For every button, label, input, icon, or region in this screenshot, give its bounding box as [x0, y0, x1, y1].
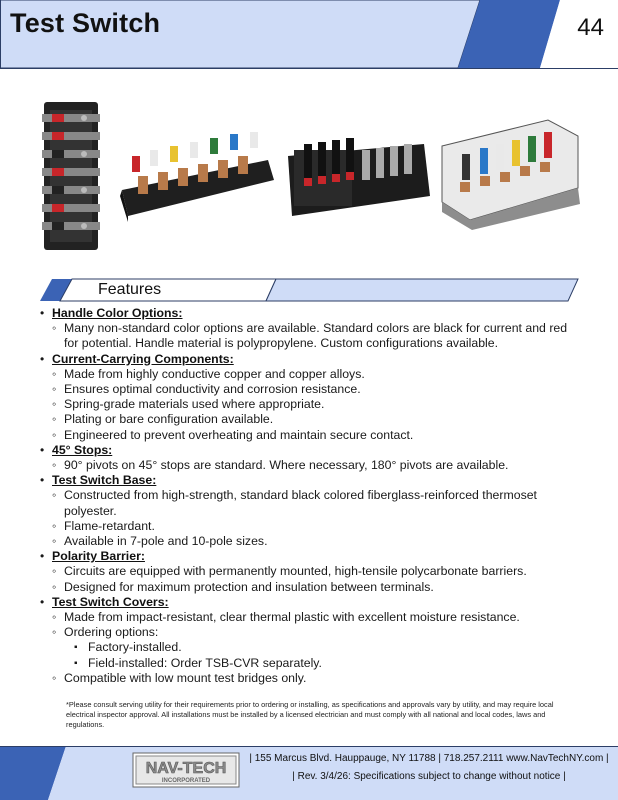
feature-section: Test Switch Covers:Made from impact-resi… — [40, 595, 570, 686]
feature-item: Ensures optimal conductivity and corrosi… — [52, 382, 570, 397]
feature-items: 90° pivots on 45° stops are standard. Wh… — [52, 458, 570, 473]
logo-subtitle: INCORPORATED — [162, 778, 211, 784]
feature-item-text: Plating or bare configuration available. — [64, 412, 274, 427]
feature-section-title: Polarity Barrier: — [52, 549, 145, 564]
test-switch-vertical-photo — [42, 102, 100, 250]
feature-section-title: 45° Stops: — [52, 442, 113, 457]
feature-item-text: Ensures optimal conductivity and corrosi… — [64, 382, 361, 397]
features-list: Handle Color Options:Many non-standard c… — [40, 306, 570, 686]
feature-item: Circuits are equipped with permanently m… — [52, 564, 570, 579]
nav-tech-logo: NAV-TECH INCORPORATED — [132, 752, 240, 788]
footer-revision: | Rev. 3/4/26: Specifications subject to… — [292, 771, 566, 782]
feature-item: Compatible with low mount test bridges o… — [52, 671, 570, 686]
logo-name: NAV-TECH — [146, 760, 227, 777]
feature-item: Spring-grade materials used where approp… — [52, 397, 570, 412]
footer-address: | 155 Marcus Blvd. Hauppauge, NY 11788 |… — [249, 753, 609, 764]
feature-section-title: Test Switch Base: — [52, 473, 157, 488]
feature-item: 90° pivots on 45° stops are standard. Wh… — [52, 458, 570, 473]
feature-item: Made from impact-resistant, clear therma… — [52, 610, 570, 625]
feature-section: 45° Stops:90° pivots on 45° stops are st… — [40, 442, 570, 474]
feature-item: Many non-standard color options are avai… — [52, 321, 570, 351]
header-band — [0, 0, 618, 69]
feature-item-text: Circuits are equipped with permanently m… — [64, 564, 527, 579]
page-number: 44 — [577, 14, 604, 41]
feature-item-text: Engineered to prevent overheating and ma… — [64, 427, 414, 442]
feature-item: Made from highly conductive copper and c… — [52, 367, 570, 382]
features-heading: Features — [98, 281, 162, 298]
feature-item: Available in 7-pole and 10-pole sizes. — [52, 534, 570, 549]
feature-item: Designed for maximum protection and insu… — [52, 580, 570, 595]
feature-section-title: Handle Color Options: — [52, 306, 183, 320]
feature-item-text: Compatible with low mount test bridges o… — [64, 670, 307, 685]
feature-item-text: Spring-grade materials used where approp… — [64, 397, 325, 412]
feature-item-text: Designed for maximum protection and insu… — [64, 579, 434, 594]
feature-section: Test Switch Base:Constructed from high-s… — [40, 473, 570, 549]
feature-item-text: Flame-retardant. — [64, 518, 155, 533]
feature-items: Constructed from high-strength, standard… — [52, 488, 570, 549]
feature-item-text: Made from highly conductive copper and c… — [64, 366, 365, 381]
feature-item-text: Made from impact-resistant, clear therma… — [64, 610, 520, 625]
feature-item-text: Ordering options: — [64, 625, 159, 640]
feature-section: Polarity Barrier:Circuits are equipped w… — [40, 549, 570, 595]
feature-section: Handle Color Options:Many non-standard c… — [40, 306, 570, 352]
feature-item-text: Available in 7-pole and 10-pole sizes. — [64, 534, 268, 549]
feature-subitems: Factory-installed.Field-installed: Order… — [64, 640, 570, 671]
feature-subitem: Factory-installed. — [64, 640, 570, 655]
feature-item: Flame-retardant. — [52, 519, 570, 534]
feature-section-title: Test Switch Covers: — [52, 594, 169, 609]
feature-item: Engineered to prevent overheating and ma… — [52, 428, 570, 443]
feature-item-text: 90° pivots on 45° stops are standard. Wh… — [64, 458, 509, 473]
features-band — [40, 278, 579, 302]
feature-items: Many non-standard color options are avai… — [52, 321, 570, 351]
feature-item-text: Many non-standard color options are avai… — [64, 321, 568, 351]
feature-subitem: Field-installed: Order TSB-CVR separatel… — [64, 656, 570, 671]
feature-item: Ordering options:Factory-installed.Field… — [52, 625, 570, 671]
disclaimer-note: *Please consult serving utility for thei… — [66, 700, 554, 729]
feature-section: Current-Carrying Components:Made from hi… — [40, 352, 570, 443]
page-header: Test Switch 44 — [0, 0, 618, 70]
feature-item-text: Constructed from high-strength, standard… — [64, 488, 537, 518]
feature-items: Made from impact-resistant, clear therma… — [52, 610, 570, 686]
test-switch-red-black-photo — [288, 138, 430, 216]
feature-items: Made from highly conductive copper and c… — [52, 367, 570, 443]
feature-section-title: Current-Carrying Components: — [52, 351, 234, 366]
feature-items: Circuits are equipped with permanently m… — [52, 564, 570, 595]
features-heading-bar: Features — [0, 278, 618, 304]
test-switch-colored-photo — [120, 132, 274, 222]
test-switch-cover-photo — [441, 119, 580, 230]
product-photos — [30, 96, 590, 256]
feature-item: Plating or bare configuration available. — [52, 412, 570, 427]
feature-item: Constructed from high-strength, standard… — [52, 488, 570, 518]
page-title: Test Switch — [10, 8, 161, 38]
